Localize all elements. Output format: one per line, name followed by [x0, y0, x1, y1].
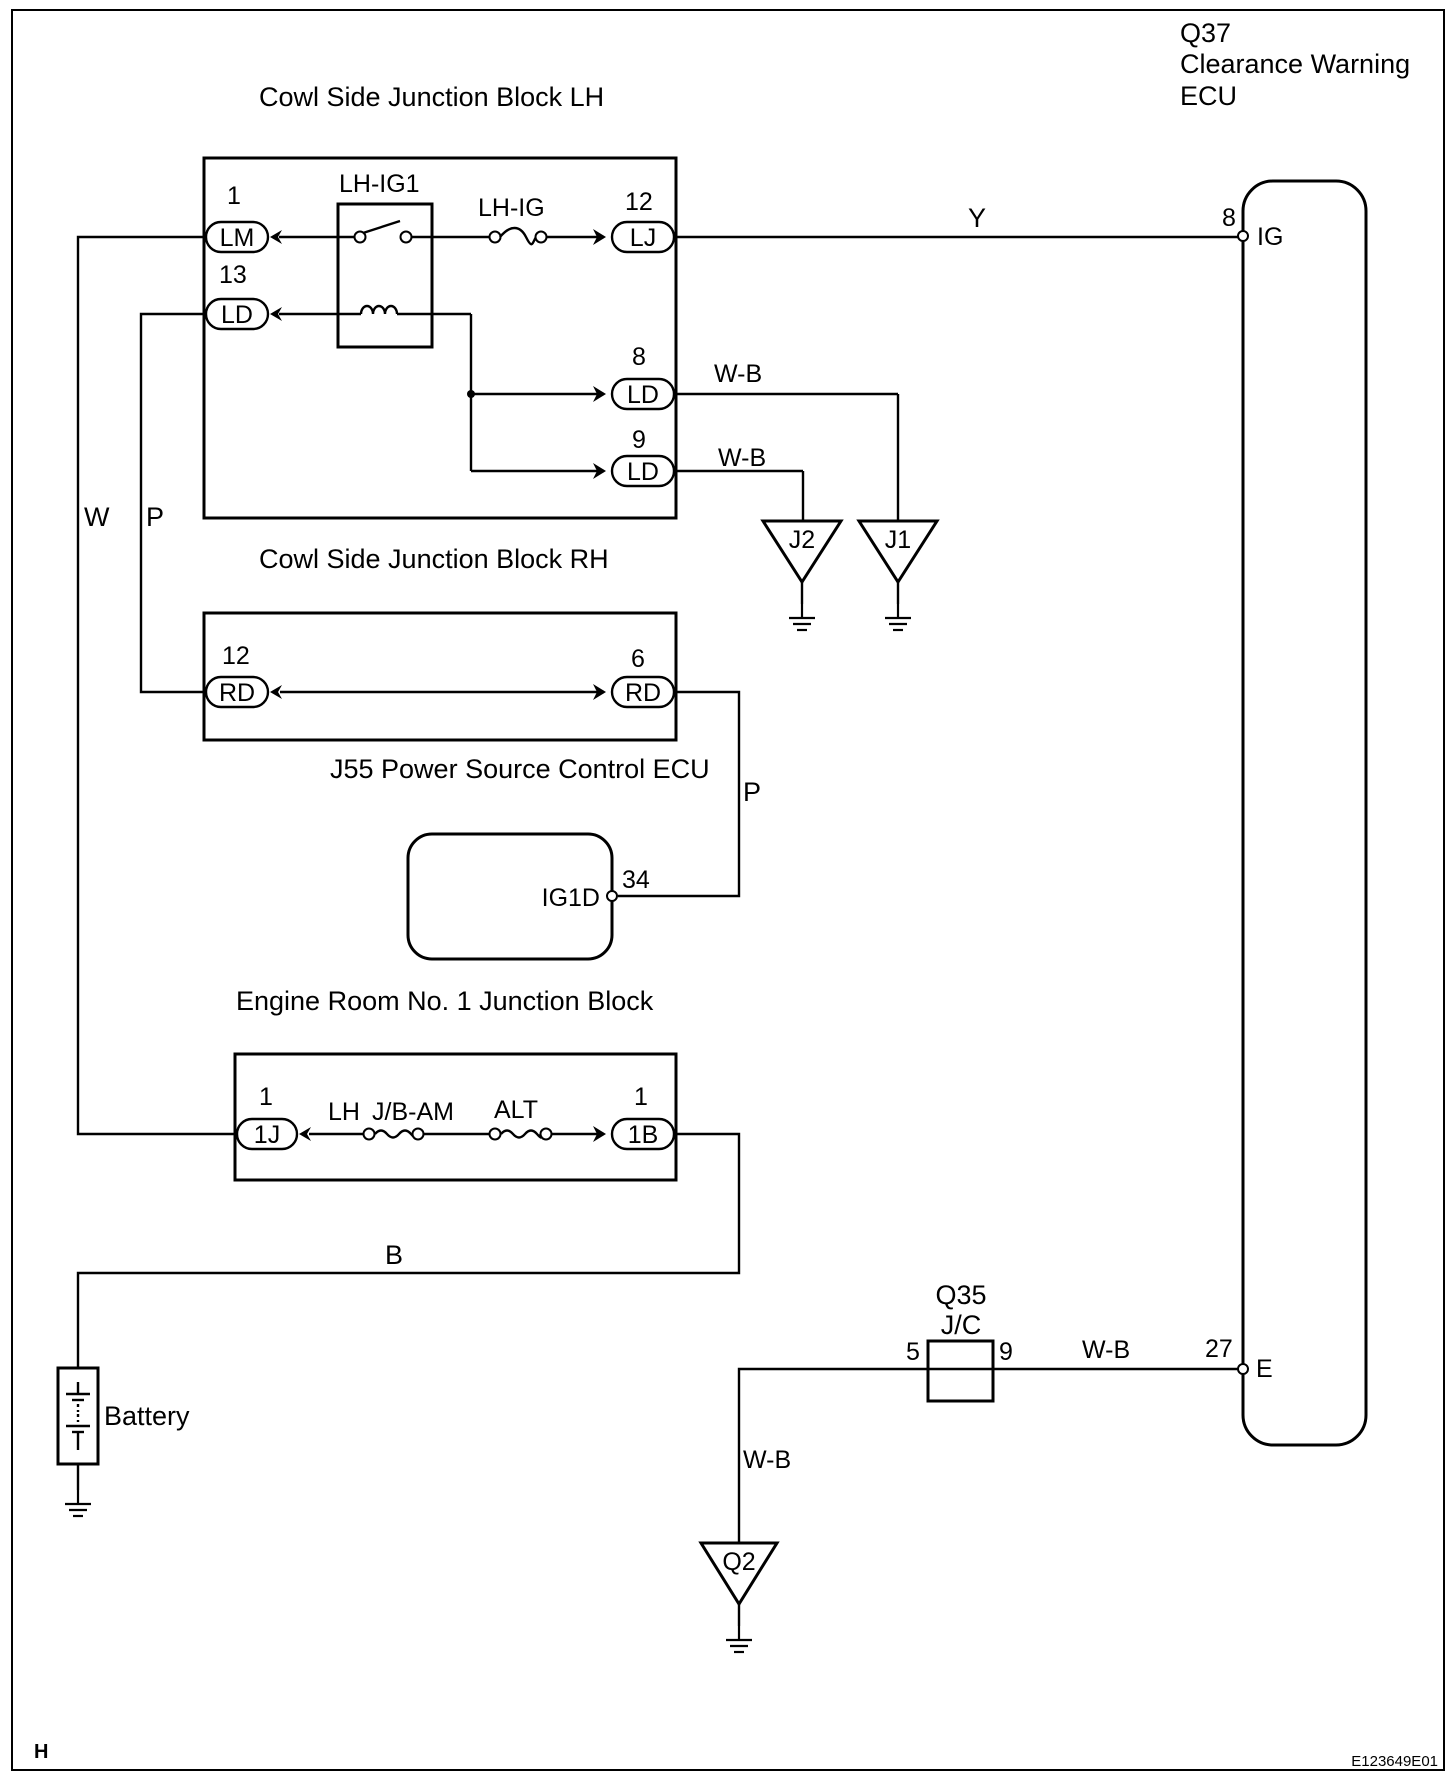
- jb-lh-title: Cowl Side Junction Block LH: [259, 82, 604, 112]
- ecu-q37-pin-e-terminal: [1237, 1363, 1249, 1375]
- fuse-lh-ig-symbol: [499, 226, 538, 246]
- conn-lm-label: LM: [220, 224, 255, 252]
- fuse-lh-jb-am-prefix: LH: [328, 1098, 360, 1126]
- fuse-lh-ig-label: LH-IG: [478, 194, 545, 222]
- ecu-q37-pin-ig-terminal: [1237, 230, 1249, 242]
- jb-engine-conn-left-label: 1J: [254, 1121, 280, 1149]
- wire-p-left-label: P: [146, 502, 164, 532]
- jb-engine-box: [233, 1052, 678, 1182]
- conn-lm-pin-number: 1: [227, 182, 241, 210]
- relay-lh-ig1-label: LH-IG1: [339, 170, 420, 198]
- ecu-q37-pin-ig-number: 8: [1222, 204, 1236, 232]
- wires-left: W P: [76, 235, 237, 1136]
- ecu-q37-id: Q37: [1180, 18, 1231, 48]
- ecu-j55-pin-number: 34: [622, 866, 650, 894]
- jc-q35-pin-right: 9: [999, 1338, 1013, 1366]
- cowl-side-junction-block-rh: Cowl Side Junction Block RH 12 RD 6 RD: [202, 544, 678, 742]
- wire-wb-q2: [737, 1367, 928, 1543]
- battery: Battery: [56, 1366, 190, 1518]
- jc-q35-id: Q35: [935, 1280, 986, 1310]
- wire-wb-ld9-label: W-B: [718, 444, 766, 472]
- page-frame: [11, 9, 1445, 1771]
- jb-rh-conn-left-label: RD: [219, 679, 255, 707]
- ground-j2-label: J2: [789, 526, 815, 554]
- jc-q35-box: [926, 1339, 995, 1403]
- jb-rh-conn-right-label: RD: [625, 679, 661, 707]
- engine-room-junction-block: Engine Room No. 1 Junction Block 1 1J LH…: [233, 986, 678, 1182]
- ecu-j55-title: J55 Power Source Control ECU: [330, 754, 710, 784]
- fuse-alt-symbol: [500, 1129, 543, 1139]
- conn-ld8-label: LD: [627, 381, 659, 409]
- wire-b: [76, 1132, 741, 1368]
- power-source-control-ecu: J55 Power Source Control ECU IG1D 34: [330, 754, 710, 961]
- battery-label: Battery: [104, 1401, 190, 1431]
- wire-y-label: Y: [968, 203, 986, 233]
- ecu-q37-pin-ig-label: IG: [1257, 223, 1283, 251]
- jb-engine-conn-left-number: 1: [259, 1083, 273, 1111]
- wire-wb-q2-label: W-B: [743, 1446, 791, 1474]
- corner-letter: H: [34, 1741, 48, 1763]
- conn-lj-label: LJ: [630, 224, 656, 252]
- jb-engine-conn-right-label: 1B: [628, 1121, 659, 1149]
- ecu-j55-pin-label: IG1D: [542, 884, 600, 912]
- ecu-q37-pin-e-number: 27: [1205, 1335, 1233, 1363]
- junction-connector-q35: Q35 J/C 5 9: [906, 1280, 1013, 1403]
- relay-coil-symbol: [359, 304, 399, 315]
- figure-code: E123649E01: [1351, 1753, 1438, 1770]
- conn-ld8-pin-number: 8: [632, 343, 646, 371]
- jb-engine-title: Engine Room No. 1 Junction Block: [236, 986, 654, 1016]
- wire-p-right: [618, 690, 741, 898]
- conn-ld9-label: LD: [627, 458, 659, 486]
- jb-rh-conn-right-number: 6: [631, 645, 645, 673]
- conn-lj-pin-number: 12: [625, 188, 653, 216]
- jb-rh-conn-left: [204, 675, 270, 709]
- relay-switch-contact: [362, 219, 401, 235]
- wire-w-label: W: [84, 502, 110, 532]
- fuse-lh-jb-am-label: J/B-AM: [372, 1098, 454, 1126]
- fuse-alt-label: ALT: [494, 1096, 538, 1124]
- jb-engine-conn-left: [235, 1117, 299, 1151]
- conn-ld13-label: LD: [221, 301, 253, 329]
- wire-w: [76, 235, 237, 1136]
- wire-wb-ld8-label: W-B: [714, 360, 762, 388]
- wires-jb-lh: Y W-B W-B: [674, 203, 1238, 521]
- jb-engine-conn-right-number: 1: [634, 1083, 648, 1111]
- ecu-q37-pin-e-label: E: [1256, 1355, 1273, 1383]
- ecu-q37-body: [1241, 179, 1368, 1447]
- wire-wb-ecu-e-label: W-B: [1082, 1336, 1130, 1364]
- conn-ld9-pin-number: 9: [632, 426, 646, 454]
- conn-ld13-pin-number: 13: [219, 261, 247, 289]
- ground-point-j1: J1: [856, 519, 940, 632]
- wire-p-right-label: P: [743, 777, 761, 807]
- wire-p-left: [139, 312, 206, 694]
- ground-point-q2: Q2: [698, 1541, 780, 1654]
- ground-point-j2: J2: [760, 519, 844, 632]
- jb-rh-conn-left-number: 12: [222, 642, 250, 670]
- ecu-q37-name-line2: ECU: [1180, 81, 1237, 111]
- jc-q35-type: J/C: [941, 1310, 982, 1340]
- jb-rh-title: Cowl Side Junction Block RH: [259, 544, 609, 574]
- jc-q35-pin-left: 5: [906, 1338, 920, 1366]
- ecu-q37-name-line1: Clearance Warning: [1180, 49, 1410, 79]
- wire-b-label: B: [385, 1240, 403, 1270]
- clearance-warning-ecu: Q37 Clearance Warning ECU 8 IG 27 E: [1180, 18, 1410, 1447]
- cowl-side-junction-block-lh: Cowl Side Junction Block LH LH-IG1 LH-IG…: [202, 82, 678, 520]
- jb-rh-box: [202, 611, 678, 742]
- jb-lh-box: [202, 156, 678, 520]
- ground-j1-label: J1: [885, 526, 911, 554]
- ground-q2-label: Q2: [722, 1548, 755, 1576]
- relay-lh-ig1: [336, 202, 434, 349]
- ecu-j55-pin-terminal: [606, 890, 618, 902]
